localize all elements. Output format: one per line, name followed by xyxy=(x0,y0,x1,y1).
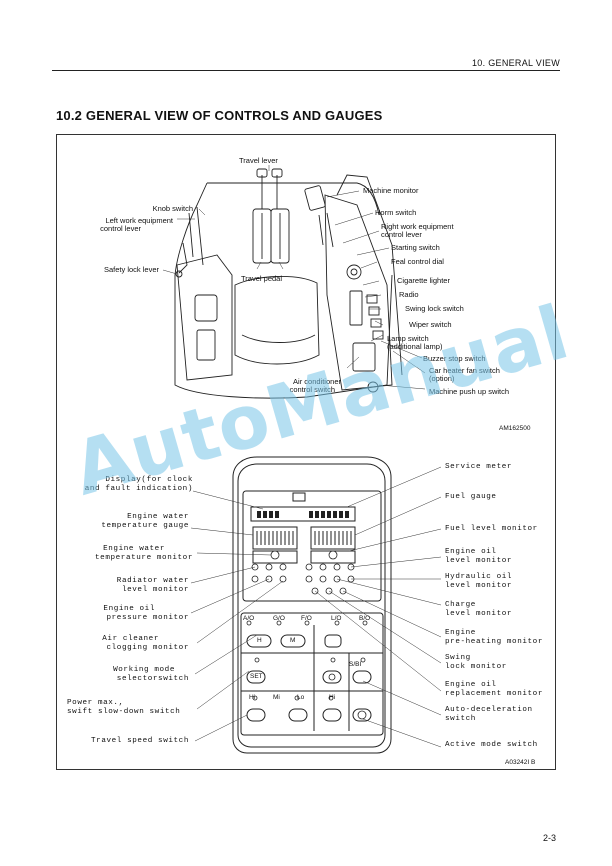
label-fuel-level-monitor: Fuel level monitor xyxy=(445,525,538,533)
label-travel-pedal: Travel pedal xyxy=(241,274,282,283)
label-machine-monitor: Machine monitor xyxy=(363,186,419,195)
label-oil-pressure-1: Engine oil xyxy=(103,605,155,613)
travel-hi-label: Hi xyxy=(249,694,256,701)
label-right-work-lever-2: control lever xyxy=(381,230,422,239)
label-knob-switch: Knob switch xyxy=(152,204,193,213)
label-lamp-switch-2: (additional lamp) xyxy=(387,342,443,351)
label-swing-lock-2: lock monitor xyxy=(445,663,507,671)
label-water-monitor-1: Engine water xyxy=(103,545,165,553)
label-charge-2: level monitor xyxy=(445,610,513,618)
label-water-gauge-1: Engine water xyxy=(127,513,189,521)
label-hydraulic-oil-2: level monitor xyxy=(445,582,513,590)
label-display-1: Display(for clock xyxy=(105,476,193,484)
active-hi-label: Hi xyxy=(329,694,336,701)
label-fuel-control-dial: Feal control dial xyxy=(391,257,444,266)
label-air-conditioner-2: control switch xyxy=(289,385,335,394)
header-rule xyxy=(52,70,560,71)
label-power-max-1: Power max., xyxy=(67,699,124,707)
label-water-monitor-2: temperature monitor xyxy=(95,554,193,562)
label-air-cleaner-1: Air cleaner xyxy=(102,635,159,643)
label-air-cleaner-2: clogging monitor xyxy=(106,644,189,652)
label-safety-lock-lever: Safety lock lever xyxy=(103,265,159,274)
label-lamp-switch-1: Lamp switch xyxy=(387,334,429,343)
label-radio: Radio xyxy=(399,290,419,299)
bottom-figure-code: A03242I B xyxy=(505,759,536,766)
label-swing-lock-1: Swing xyxy=(445,654,471,662)
label-swing-lock-switch: Swing lock switch xyxy=(405,304,464,313)
top-figure-code: AM162500 xyxy=(499,425,531,432)
label-left-work-lever-1: Left work equipment xyxy=(105,216,173,225)
label-horn-switch: Horm switch xyxy=(375,208,417,217)
travel-mi-label: Mi xyxy=(273,694,280,701)
label-air-conditioner-1: Air conditioner xyxy=(293,377,341,386)
page-title: 10.2 GENERAL VIEW OF CONTROLS AND GAUGES xyxy=(56,108,383,123)
label-active-mode: Active mode switch xyxy=(445,741,538,749)
label-working-mode-1: Working mode xyxy=(113,666,175,674)
label-water-gauge-2: temperature gauge xyxy=(101,522,189,530)
label-wiper-switch: Wiper switch xyxy=(409,320,452,329)
label-cigarette-lighter: Cigarette lighter xyxy=(397,276,450,285)
label-engine-oil-level-1: Engine oil xyxy=(445,548,497,556)
label-left-work-lever-2: control lever xyxy=(100,224,141,233)
label-engine-oil-level-2: level monitor xyxy=(445,557,513,565)
travel-lo-label: Lo xyxy=(297,694,305,701)
mode-label-bo: B/O xyxy=(359,615,371,622)
mode-label-go: G/O xyxy=(273,615,285,622)
mode-label-fo: F/O xyxy=(301,615,312,622)
label-starting-switch: Starting switch xyxy=(391,243,440,252)
label-travel-speed: Travel speed switch xyxy=(91,737,189,745)
label-service-meter: Service meter xyxy=(445,463,513,471)
set-button[interactable]: SET xyxy=(250,673,263,680)
cab-controls-illustration xyxy=(162,165,442,754)
mode-button-h[interactable]: H xyxy=(257,637,262,644)
label-buzzer-stop-switch: Buzzer stop switch xyxy=(423,354,486,363)
mode-label-ao: A/O xyxy=(243,615,255,622)
label-car-heater-2: (option) xyxy=(429,374,455,383)
label-hydraulic-oil-1: Hydraulic oil xyxy=(445,573,513,581)
label-car-heater-1: Car heater fan switch xyxy=(429,366,500,375)
label-auto-decel-1: Auto-deceleration xyxy=(445,706,533,714)
auto-decel-sbi-label: S/BI xyxy=(349,661,362,668)
page-number: 2-3 xyxy=(542,833,556,843)
label-radiator-2: level monitor xyxy=(121,586,189,594)
label-fuel-gauge: Fuel gauge xyxy=(445,493,497,501)
label-oil-replace-1: Engine oil xyxy=(445,681,497,689)
label-display-2: and fault indication) xyxy=(84,485,193,493)
label-working-mode-2: selectorswitch xyxy=(116,675,189,683)
label-charge-1: Charge xyxy=(445,601,476,609)
label-preheat-2: pre-heating monitor xyxy=(445,638,543,646)
figure-frame: Travel lever Machine monitor Knob switch… xyxy=(56,134,556,770)
section-header: 10. GENERAL VIEW xyxy=(472,58,560,68)
mode-button-m[interactable]: M xyxy=(290,637,296,644)
label-oil-pressure-2: pressure monitor xyxy=(106,614,189,622)
label-radiator-1: Radiator water xyxy=(116,577,189,585)
label-preheat-1: Engine xyxy=(445,629,476,637)
label-travel-lever: Travel lever xyxy=(239,156,278,165)
label-oil-replace-2: replacement monitor xyxy=(445,690,543,698)
label-auto-decel-2: switch xyxy=(445,715,476,723)
label-machine-push-up: Machine push up switch xyxy=(429,387,510,396)
label-power-max-2: swift slow-down switch xyxy=(67,708,181,716)
label-right-work-lever-1: Right work equipment xyxy=(381,222,454,231)
mode-label-lo: L/O xyxy=(331,615,342,622)
